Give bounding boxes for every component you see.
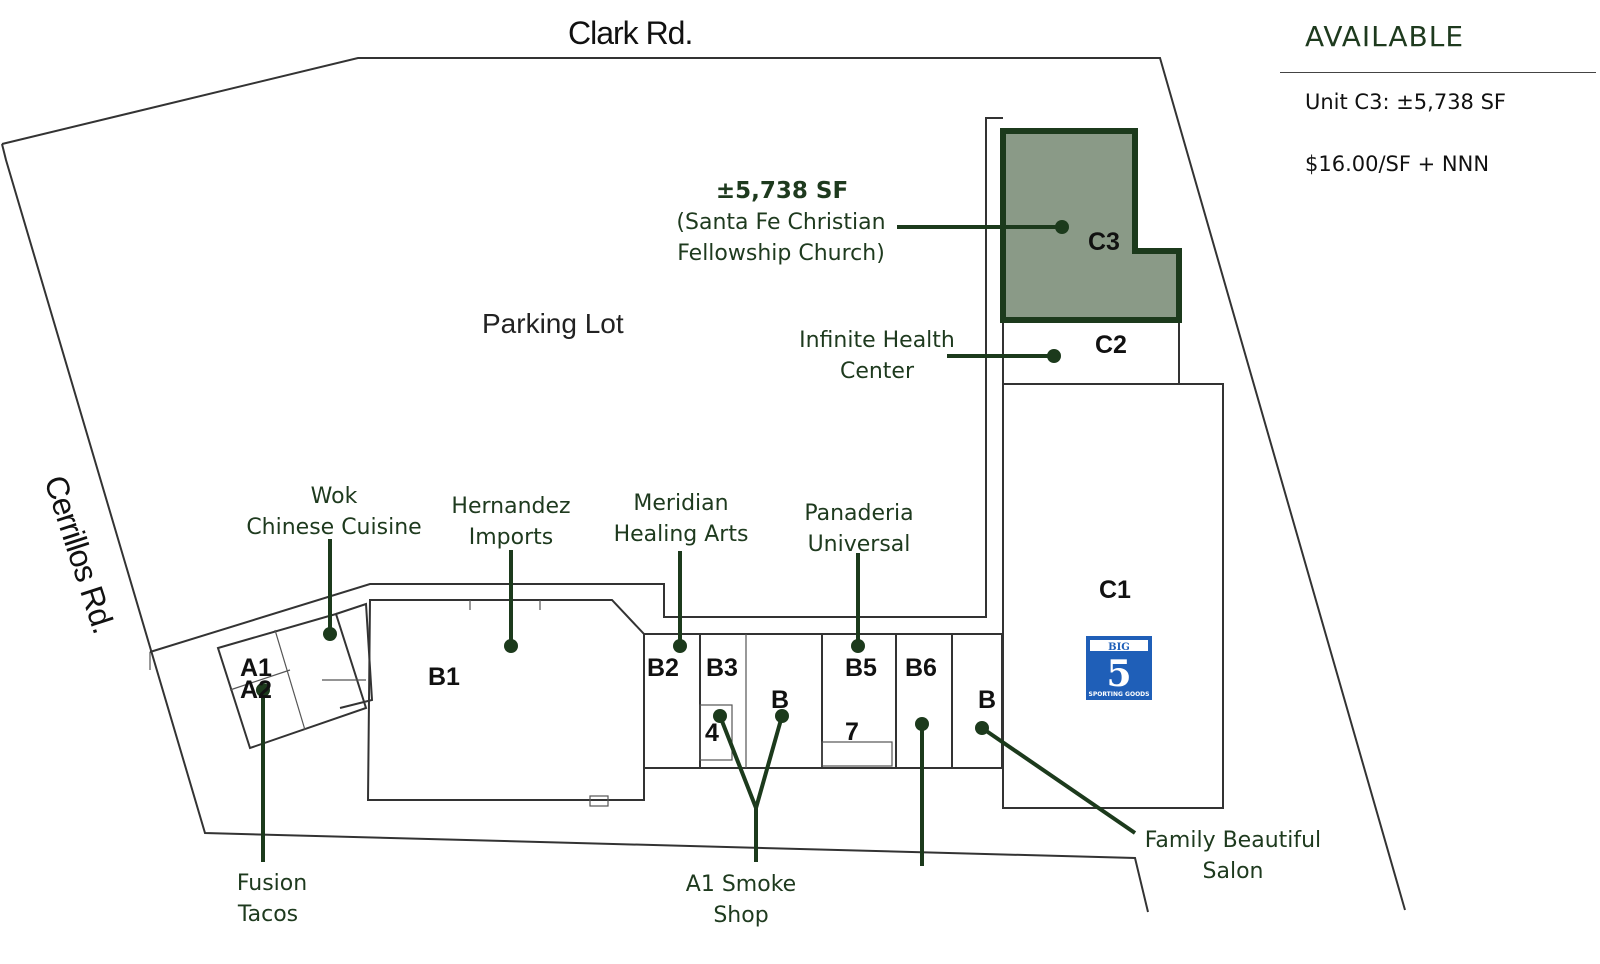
tenant-salon-line1: Family Beautiful [1145, 828, 1321, 853]
callout-tenant-line2: Fellowship Church) [677, 241, 885, 266]
tenant-hernandez-line1: Hernandez [451, 494, 570, 519]
big5-logo-number: 5 [1106, 653, 1131, 695]
leader-dots [256, 220, 1069, 735]
parking-lot-label: Parking Lot [482, 308, 624, 339]
tenant-infinite-line2: Center [840, 359, 915, 384]
unit-label-b7: 7 [845, 718, 859, 746]
leader-lines [261, 225, 1137, 866]
tenant-meridian-line1: Meridian [633, 491, 728, 516]
unit-label-c1: C1 [1099, 576, 1131, 604]
unit-label-b8: B [978, 686, 996, 714]
tenant-wok-line1: Wok [311, 484, 358, 509]
unit-c3-highlight[interactable] [1000, 128, 1182, 323]
big5-logo-bottom: SPORTING GOODS [1089, 691, 1150, 698]
tenant-fusion-line2: Tacos [237, 902, 298, 927]
unit-label-b1: B1 [428, 663, 460, 691]
unit-label-b4-num: 4 [705, 719, 719, 747]
road-label-clark: Clark Rd. [568, 15, 692, 51]
unit-label-a1: A1 [240, 654, 272, 682]
big5-logo-top: BIG [1108, 642, 1130, 653]
unit-c2-block [1002, 319, 1180, 385]
strip-front-line [149, 117, 1003, 653]
availability-unit-size: Unit C3: ±5,738 SF [1305, 90, 1506, 114]
tenant-meridian-line2: Healing Arts [614, 522, 749, 547]
unit-b1-block [366, 599, 645, 807]
unit-label-a2: A2 [240, 676, 272, 704]
available-area-label: ±5,738 SF [716, 178, 848, 204]
unit-label-b4-top: B [771, 686, 789, 714]
tenant-infinite-line1: Infinite Health [799, 328, 955, 353]
unit-label-b3: B3 [706, 654, 738, 682]
availability-panel: AVAILABLE Unit C3: ±5,738 SF $16.00/SF +… [1280, 0, 1600, 200]
unit-label-b5: B5 [845, 654, 877, 682]
callout-tenant-line1: (Santa Fe Christian [676, 210, 885, 235]
unit-label-c2: C2 [1095, 331, 1127, 359]
availability-divider [1280, 72, 1596, 73]
tenant-panaderia-line1: Panaderia [804, 501, 913, 526]
tenant-fusion-line1: Fusion [237, 871, 307, 896]
availability-rate: $16.00/SF + NNN [1305, 152, 1490, 176]
unit-label-b2: B2 [647, 654, 679, 682]
unit-label-b6: B6 [905, 654, 937, 682]
unit-label-c3: C3 [1088, 228, 1120, 256]
tenant-salon-line2: Salon [1203, 859, 1264, 884]
tenant-panaderia-line2: Universal [808, 532, 911, 557]
tenant-smoke-line1: A1 Smoke [686, 872, 796, 897]
unit-a-block [216, 602, 374, 750]
tenant-smoke-line2: Shop [713, 903, 768, 928]
property-boundary-west [1, 143, 1149, 913]
availability-heading: AVAILABLE [1305, 20, 1465, 53]
road-label-cerrillos: Cerrillos Rd. [37, 471, 122, 637]
unit-b-strip [643, 633, 1003, 769]
property-boundary [1, 57, 1406, 911]
tenant-wok-line2: Chinese Cuisine [246, 515, 421, 540]
tenant-hernandez-line2: Imports [469, 525, 553, 550]
big5-logo: BIG 5 SPORTING GOODS [1086, 636, 1152, 700]
